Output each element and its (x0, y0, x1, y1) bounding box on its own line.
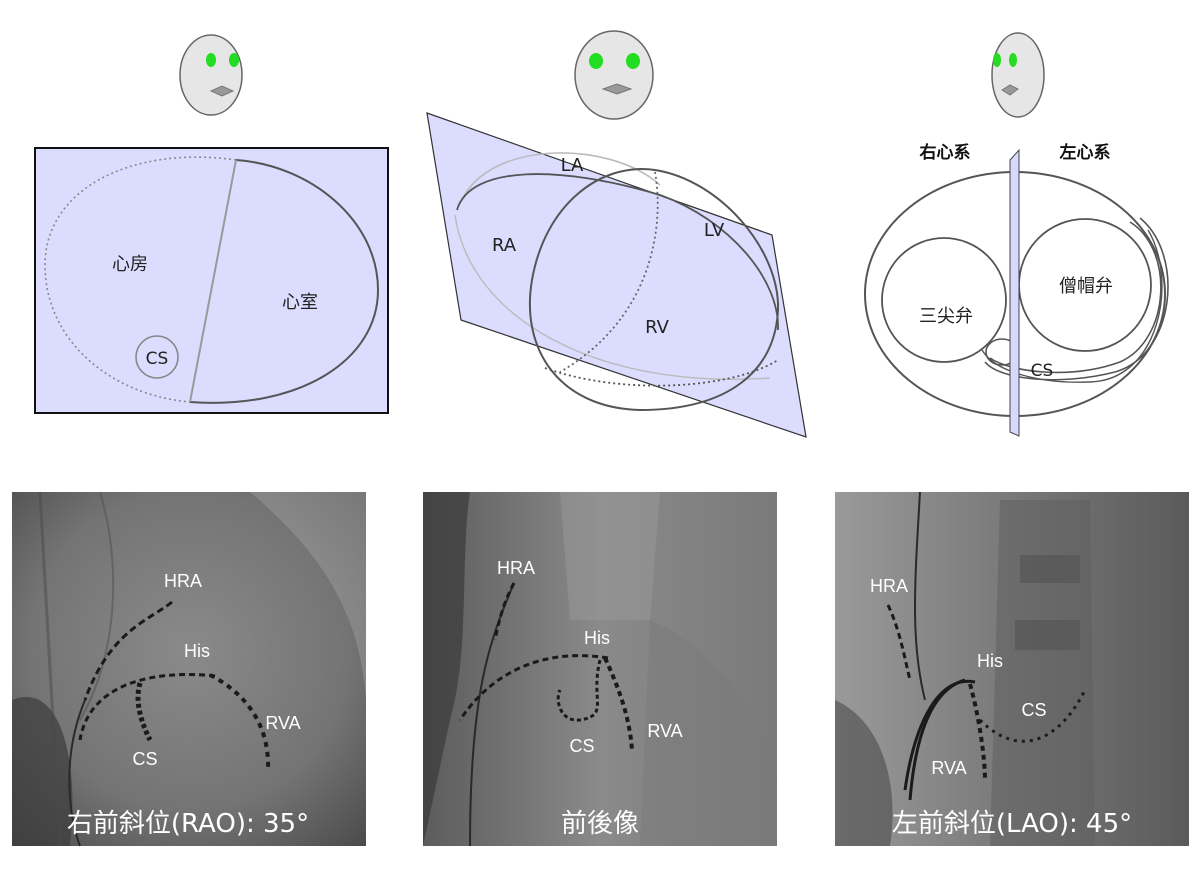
label-tricuspid: 三尖弁 (919, 306, 973, 327)
label-ventricle: 心室 (282, 292, 318, 313)
xray-ap: HRA His RVA CS 前後像 (423, 492, 777, 847)
face-icon-rao (179, 34, 243, 116)
xray-rao-cs: CS (132, 749, 157, 769)
xray-lao: HRA His CS RVA 左前斜位(LAO): 45° (835, 491, 1189, 846)
nose-icon (1001, 84, 1019, 96)
label-la: LA (561, 155, 584, 176)
xray-rao-rva: RVA (265, 713, 300, 733)
atrium-outline (44, 156, 237, 403)
xray-lao-hra: HRA (870, 576, 908, 596)
cs-circle (135, 335, 179, 379)
label-cs: CS (1031, 361, 1054, 381)
ventricle-outline (189, 159, 380, 404)
xray-rao-his: His (184, 641, 210, 661)
atria-outline-lower (454, 214, 771, 380)
xray-ap-his: His (584, 628, 610, 648)
rao-diagram: 心房 心室 CS (34, 147, 389, 414)
label-atrium: 心房 (112, 254, 148, 275)
label-lv: LV (704, 220, 725, 241)
nose-icon (209, 85, 235, 97)
atria-outline-dotted (544, 359, 779, 387)
label-rv: RV (645, 317, 670, 338)
xray-rao-caption: 右前斜位(RAO): 35° (67, 809, 309, 839)
xray-ap-hra: HRA (497, 558, 535, 578)
ventricle-outline (528, 168, 780, 412)
xray-ap-rva: RVA (647, 721, 682, 741)
lao-diagram: 右心系 左心系 三尖弁 僧帽弁 CS (864, 142, 1169, 437)
face-icon-lao (991, 32, 1045, 118)
xray-lao-his: His (977, 651, 1003, 671)
eye-icon (626, 53, 640, 69)
xray-lao-caption: 左前斜位(LAO): 45° (892, 809, 1132, 839)
cs-loop-3 (981, 229, 1163, 383)
tricuspid-ring (881, 237, 1007, 363)
eye-icon (589, 53, 603, 69)
av-plane-line (189, 159, 237, 403)
ap-diagram: LA RA LV RV (426, 112, 807, 438)
eye-icon (993, 53, 1001, 67)
xray-lao-rva: RVA (931, 758, 966, 778)
eye-icon (1009, 53, 1017, 67)
xray-rao: HRA His RVA CS 右前斜位(RAO): 35° (12, 491, 366, 847)
xray-lao-cs: CS (1021, 700, 1046, 720)
rao-plane (34, 147, 389, 414)
xray-ap-caption: 前後像 (561, 809, 639, 839)
nose-icon (601, 83, 633, 95)
face-icon-ap (574, 30, 654, 120)
cs-loop-1 (989, 221, 1162, 374)
label-left-heart: 左心系 (1060, 142, 1111, 163)
septal-plane (1009, 148, 1020, 437)
xray-rao-hra: HRA (164, 571, 202, 591)
label-ra: RA (492, 235, 517, 256)
atria-outline-back (461, 152, 661, 201)
eye-icon (229, 53, 239, 67)
xray-ap-cs: CS (569, 736, 594, 756)
atria-outline (456, 173, 779, 331)
label-right-heart: 右心系 (920, 142, 971, 163)
label-cs: CS (146, 349, 169, 369)
eye-icon (206, 53, 216, 67)
label-mitral: 僧帽弁 (1059, 276, 1113, 297)
